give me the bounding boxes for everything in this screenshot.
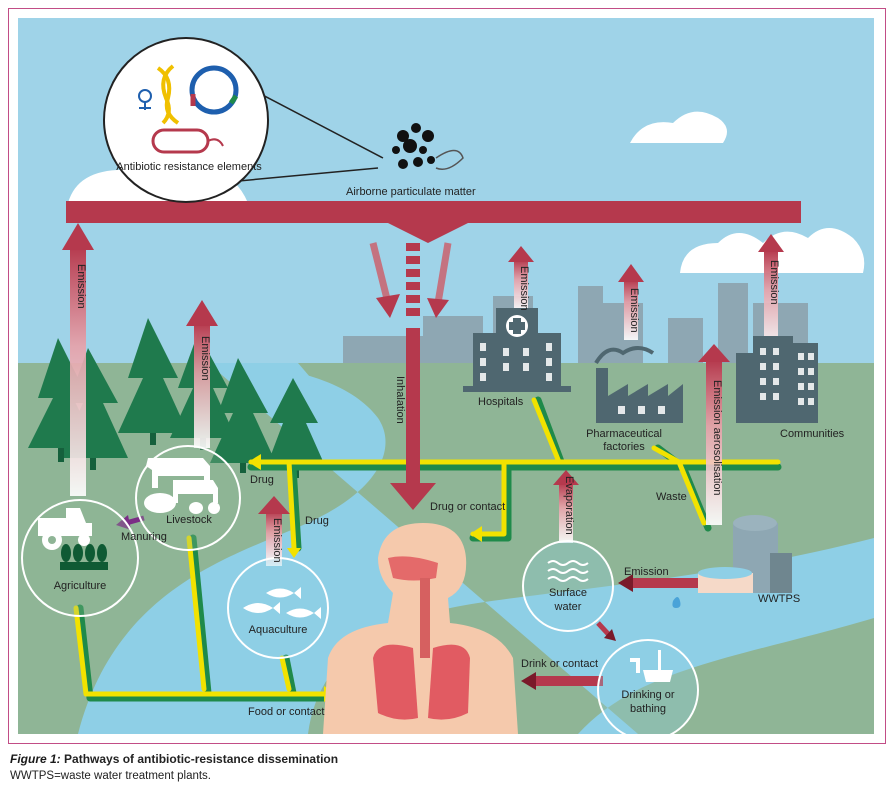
caption-title: Figure 1: Pathways of antibiotic-resista…	[10, 752, 880, 766]
label-agriculture: Agriculture	[53, 580, 107, 592]
label-drug-or-contact: Drug or contact	[430, 501, 506, 513]
label-wwtps: WWTPS	[758, 593, 801, 605]
tap-bath-icon	[630, 650, 673, 682]
label-pharmaceutical-factories: Pharmaceutical factories	[586, 428, 662, 453]
figure-caption: Figure 1: Pathways of antibiotic-resista…	[10, 752, 880, 782]
pathways	[73, 396, 782, 702]
wwtps-plant	[672, 515, 792, 608]
label-emission-agriculture: Emission	[75, 264, 87, 309]
human-body	[323, 523, 518, 734]
label-emission-communities: Emission	[768, 260, 780, 305]
air-transport-bar	[66, 201, 801, 510]
zoom-inset	[103, 37, 384, 203]
label-aquaculture: Aquaculture	[248, 624, 308, 636]
label-food-or-contact: Food or contact	[248, 706, 325, 718]
hospital-building	[463, 308, 571, 392]
agriculture-icons	[38, 508, 108, 570]
label-livestock: Livestock	[166, 514, 212, 526]
label-drinking-or-bathing: Drinking or bathing	[621, 689, 675, 715]
label-surface-water: Surface water	[549, 587, 587, 613]
label-drug-aquaculture: Drug	[305, 515, 329, 527]
label-drug-livestock: Drug	[250, 474, 274, 486]
deposition-arrows	[369, 242, 452, 318]
aquaculture-fish	[243, 587, 321, 619]
caption-title-text: Pathways of antibiotic-resistance dissem…	[64, 752, 339, 766]
dissemination-diagram: Antibiotic resistance elements Airborne …	[18, 18, 874, 741]
figure-label: Figure 1:	[10, 752, 61, 766]
label-emission-factories: Emission	[628, 288, 640, 333]
caption-note: WWTPS=waste water treatment plants.	[10, 770, 211, 782]
diagram-canvas	[18, 18, 874, 741]
label-emission-aerosolisation: Emission aerosolisation	[711, 380, 723, 496]
label-airborne-particulate-matter: Airborne particulate matter	[346, 186, 476, 198]
label-emission-livestock: Emission	[199, 336, 211, 381]
surface-water-waves	[547, 560, 589, 582]
airborne-particles	[392, 123, 464, 170]
label-inhalation: Inhalation	[394, 376, 406, 424]
label-waste: Waste	[656, 491, 687, 503]
water-flow-arrows	[116, 515, 698, 690]
label-manuring: Manuring	[121, 531, 167, 543]
factory-building	[594, 346, 683, 423]
label-emission-aquaculture: Emission	[271, 518, 283, 563]
label-hospitals: Hospitals	[478, 396, 524, 408]
label-emission-wwtps: Emission	[624, 566, 669, 578]
label-communities: Communities	[780, 428, 845, 440]
emission-arrows	[62, 223, 784, 566]
label-evaporation: Evaporation	[563, 476, 575, 535]
label-emission-hospitals: Emission	[518, 266, 530, 311]
label-drink-or-contact: Drink or contact	[521, 658, 599, 670]
livestock-animals	[144, 458, 220, 514]
communities-buildings	[736, 336, 818, 423]
river	[78, 363, 874, 734]
label-antibiotic-resistance-elements: Antibiotic resistance elements	[116, 161, 262, 173]
